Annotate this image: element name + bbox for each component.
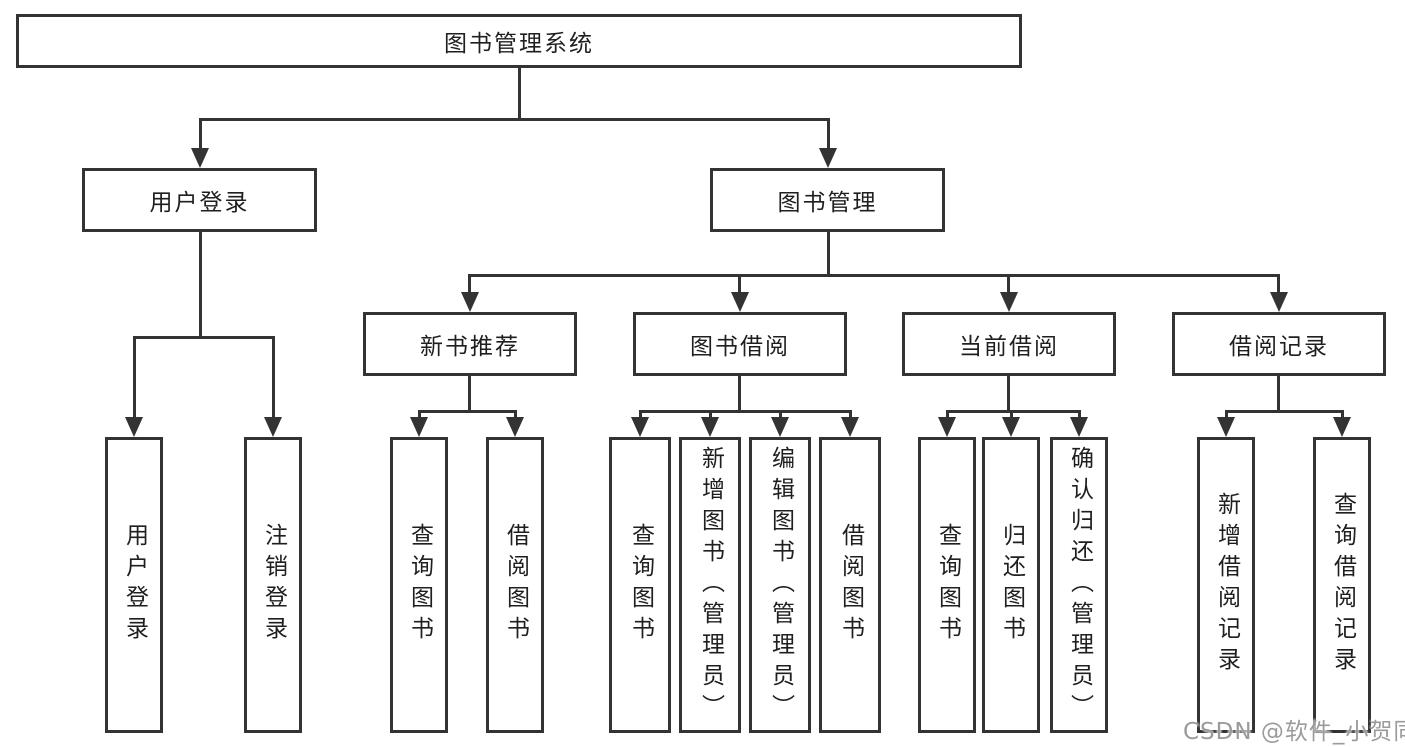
connector-drop-leaf [1010,410,1013,419]
node-root-label: 图书管理系统 [444,31,594,57]
node-book-management: 图书管理 [710,168,945,232]
leaf-add-books-admin: 新增图书（管理员） [679,437,741,733]
arrow-down-icon [819,148,837,168]
leaf-label: 新增借阅记录 [1213,492,1240,678]
arrow-down-icon [264,417,282,437]
arrow-down-icon [1070,417,1088,437]
connector-stem [1277,376,1280,410]
connector-stem [468,376,471,410]
arrow-down-icon [410,417,428,437]
connector-level3-split [468,274,1280,277]
connector-stem [1007,376,1010,410]
arrow-down-icon [771,417,789,437]
connector-level2-split [199,118,830,121]
connector-stem [738,376,741,410]
connector-user-login-split [133,336,275,339]
node-user-login: 用户登录 [82,168,317,232]
leaf-borrow-books: 借阅图书 [486,437,544,733]
connector-drop-leaf [779,410,782,419]
node-borrow-records-label: 借阅记录 [1229,334,1329,360]
connector-drop-leaf [849,410,852,419]
node-new-book-recommend: 新书推荐 [363,312,577,376]
node-book-borrow-label: 图书借阅 [690,334,790,360]
connector-drop-leaf [418,410,421,419]
leaf-logout: 注销登录 [244,437,302,733]
connector-drop-leaf [133,336,136,419]
leaf-query-books: 查询图书 [390,437,448,733]
connector-drop-leaf [946,410,949,419]
leaf-user-login: 用户登录 [105,437,163,733]
leaf-query-books: 查询图书 [609,437,671,733]
connector-drop-book-borrow [738,274,741,294]
csdn-watermark: CSDN @软件_小贺同学 [1183,719,1405,745]
arrow-down-icon [841,417,859,437]
arrow-down-icon [1333,417,1351,437]
leaf-label: 查询借阅记录 [1329,492,1356,678]
node-book-borrow: 图书借阅 [633,312,847,376]
leaf-label: 用户登录 [121,523,148,647]
connector-drop-borrow-records [1277,274,1280,294]
connector-drop-leaf [1078,410,1081,419]
leaf-label: 查询图书 [934,523,961,647]
connector-drop-leaf [1341,410,1344,419]
node-current-borrow: 当前借阅 [902,312,1116,376]
connector-leaf-split [418,410,517,413]
node-current-borrow-label: 当前借阅 [959,334,1059,360]
connector-drop-user-login [199,118,202,150]
leaf-return-books: 归还图书 [982,437,1040,733]
arrow-down-icon [1270,292,1288,312]
node-book-management-label: 图书管理 [777,190,878,216]
leaf-label: 借阅图书 [502,523,529,647]
leaf-label: 查询图书 [406,523,433,647]
arrow-down-icon [938,417,956,437]
leaf-label: 新增图书（管理员） [697,445,724,725]
node-user-login-label: 用户登录 [149,190,250,216]
leaf-label: 确认归还（管理员） [1066,445,1093,725]
connector-drop-new-book-recommend [468,274,471,294]
arrow-down-icon [631,417,649,437]
connector-root-stem [518,68,521,118]
leaf-label: 编辑图书（管理员） [767,445,794,725]
arrow-down-icon [506,417,524,437]
connector-drop-book-management [827,118,830,150]
node-new-book-recommend-label: 新书推荐 [420,334,520,360]
leaf-label: 归还图书 [998,523,1025,647]
arrow-down-icon [731,292,749,312]
leaf-query-borrow-record: 查询借阅记录 [1313,437,1371,733]
leaf-edit-books-admin: 编辑图书（管理员） [749,437,811,733]
connector-drop-leaf [639,410,642,419]
arrow-down-icon [1002,417,1020,437]
arrow-down-icon [461,292,479,312]
arrow-down-icon [191,148,209,168]
node-borrow-records: 借阅记录 [1172,312,1386,376]
arrow-down-icon [1000,292,1018,312]
leaf-confirm-return-admin: 确认归还（管理员） [1050,437,1108,733]
leaf-label: 注销登录 [260,523,287,647]
connector-leaf-split [1225,410,1344,413]
connector-leaf-split [946,410,1081,413]
leaf-add-borrow-record: 新增借阅记录 [1197,437,1255,733]
node-root-system: 图书管理系统 [16,14,1022,68]
connector-drop-leaf [272,336,275,419]
leaf-label: 查询图书 [627,523,654,647]
arrow-down-icon [1217,417,1235,437]
connector-drop-leaf [514,410,517,419]
connector-drop-leaf [1225,410,1228,419]
connector-drop-current-borrow [1007,274,1010,294]
leaf-label: 借阅图书 [837,523,864,647]
leaf-query-books: 查询图书 [918,437,976,733]
connector-leaf-split [639,410,852,413]
arrow-down-icon [701,417,719,437]
connector-user-login-stem [199,232,202,336]
arrow-down-icon [125,417,143,437]
connector-book-management-stem [827,232,830,274]
leaf-borrow-books: 借阅图书 [819,437,881,733]
connector-drop-leaf [709,410,712,419]
